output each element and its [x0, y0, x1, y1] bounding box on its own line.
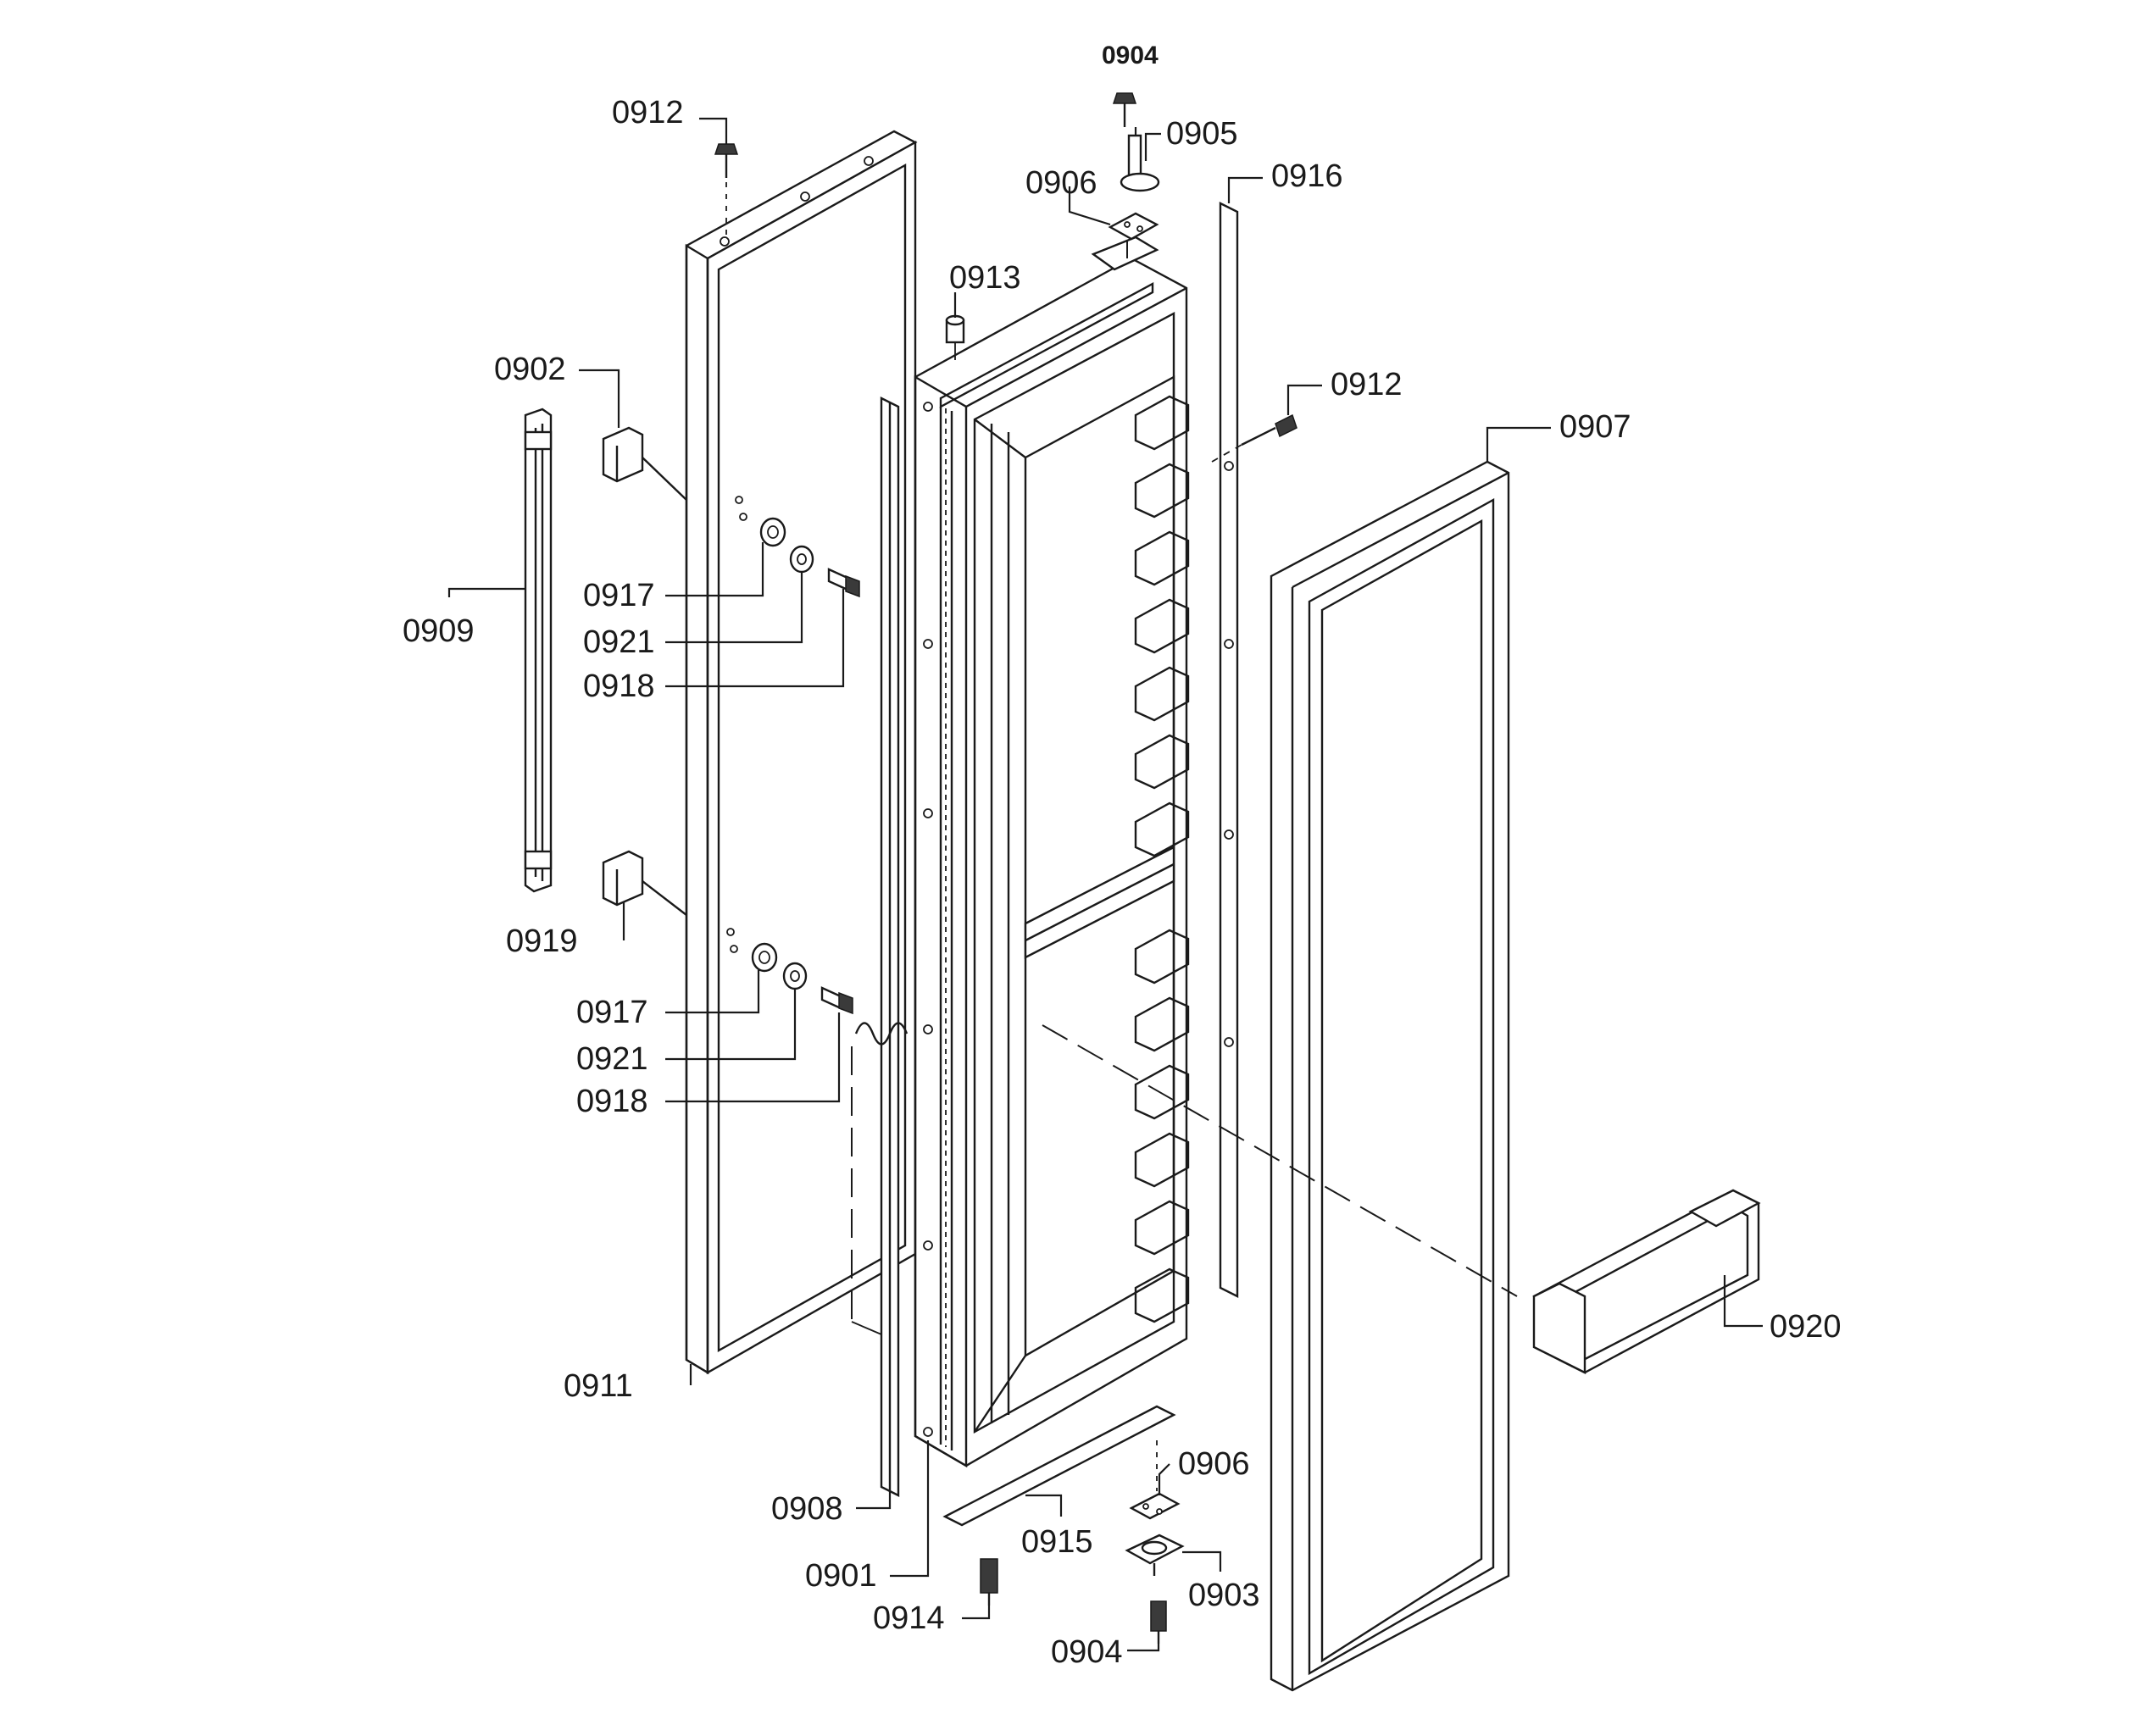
fasteners-upper: [735, 496, 860, 598]
label-0901: 0901: [805, 1558, 877, 1594]
top-hinge-assembly: [714, 92, 1297, 463]
outer-door-panel: [685, 130, 918, 1375]
fasteners-lower: [726, 928, 853, 1015]
label-0916: 0916: [1271, 158, 1343, 194]
side-strip-0916: [1219, 202, 1239, 1298]
handle-mount-lower: [602, 850, 687, 916]
guide-tick: [851, 1321, 882, 1335]
handle-0909: [524, 408, 553, 893]
label-0902: 0902: [494, 352, 566, 387]
label-0918-lower: 0918: [576, 1084, 648, 1119]
seal-strip-0908: [880, 397, 900, 1497]
label-0906-bottom: 0906: [1178, 1446, 1250, 1482]
part-labels: 0912 0904 0905 0906 0916 0913 0912 0907 …: [403, 42, 1842, 1670]
wavy-indicator: [854, 1022, 909, 1046]
door-gasket-0907: [1270, 460, 1510, 1692]
leader-lines: [447, 117, 1763, 1652]
label-0904-bottom: 0904: [1051, 1634, 1123, 1670]
label-0909: 0909: [403, 613, 475, 649]
handle-mount-upper: [602, 426, 687, 501]
bottom-hinge-assembly: [942, 1405, 1185, 1644]
label-0907: 0907: [1559, 409, 1631, 445]
label-0912-right: 0912: [1331, 367, 1403, 402]
label-0906-top: 0906: [1025, 165, 1097, 201]
label-0904-top: 0904: [1102, 42, 1159, 69]
label-0921-lower: 0921: [576, 1041, 648, 1077]
label-0914: 0914: [873, 1600, 945, 1636]
label-0915: 0915: [1021, 1524, 1093, 1560]
door-bin-0920: [1042, 1024, 1761, 1374]
label-0919: 0919: [506, 924, 578, 959]
label-0917-upper: 0917: [583, 578, 655, 613]
label-0918-upper: 0918: [583, 668, 655, 704]
shelf-supports: [1134, 395, 1190, 1323]
label-0920: 0920: [1770, 1309, 1842, 1345]
label-0905: 0905: [1166, 116, 1238, 152]
label-0911: 0911: [564, 1368, 633, 1404]
label-0903: 0903: [1188, 1578, 1260, 1613]
label-0921-upper: 0921: [583, 624, 655, 660]
label-0908: 0908: [771, 1491, 843, 1527]
label-0917-lower: 0917: [576, 995, 648, 1030]
label-0913: 0913: [949, 260, 1021, 296]
door-liner: [914, 236, 1188, 1468]
label-0912-top: 0912: [612, 95, 684, 130]
